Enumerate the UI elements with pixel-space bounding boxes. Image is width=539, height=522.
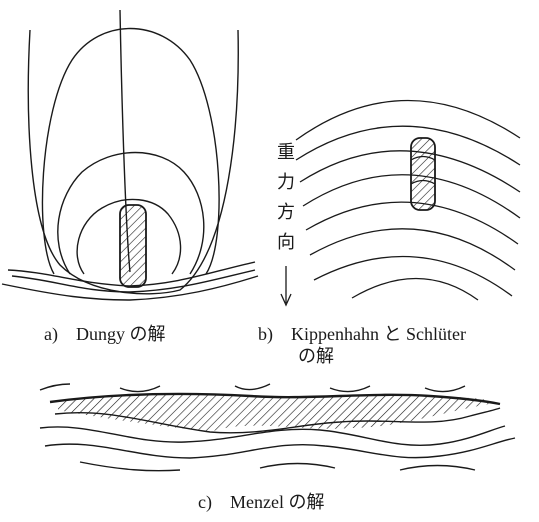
field-line-c-arc-3 [330, 386, 370, 392]
gravity-label-char-3: 方 [275, 203, 297, 223]
caption-b-line-2: の解 [298, 345, 334, 367]
field-line-b-3 [300, 151, 520, 192]
field-line-c-4 [45, 438, 515, 458]
field-line-b-1 [296, 100, 520, 140]
field-line-c-arc-1 [120, 386, 160, 392]
caption-b-line-1: b) Kippenhahn と Schlüter [258, 323, 466, 345]
panel-a-dungy [2, 10, 258, 300]
field-line-c-7 [400, 466, 475, 471]
prominence-c [58, 394, 495, 432]
field-line-c-5 [80, 462, 180, 471]
field-line-c-left [40, 384, 70, 390]
gravity-label-char-4: 向 [275, 233, 297, 253]
caption-c: c) Menzel の解 [198, 491, 324, 513]
gravity-arrow [281, 266, 291, 305]
field-line-b-6 [310, 229, 515, 270]
field-line-c-6 [260, 464, 335, 469]
field-line-c-3 [40, 426, 505, 445]
prominence-a [120, 205, 146, 287]
gravity-label-char-1: 重 [275, 143, 297, 163]
panel-c-menzel [40, 384, 515, 471]
field-line-c-arc-2 [235, 384, 270, 390]
field-line-b-8 [352, 278, 478, 300]
panel-b-kippenhahn-schluter [296, 100, 520, 300]
field-line-c-arc-4 [425, 386, 465, 392]
field-line-b-7 [314, 256, 512, 296]
field-line-b-2 [296, 126, 520, 165]
field-line-b-5 [306, 202, 518, 244]
prominence-b [411, 138, 435, 210]
caption-a: a) Dungy の解 [44, 323, 165, 345]
gravity-label-char-2: 力 [275, 173, 297, 193]
